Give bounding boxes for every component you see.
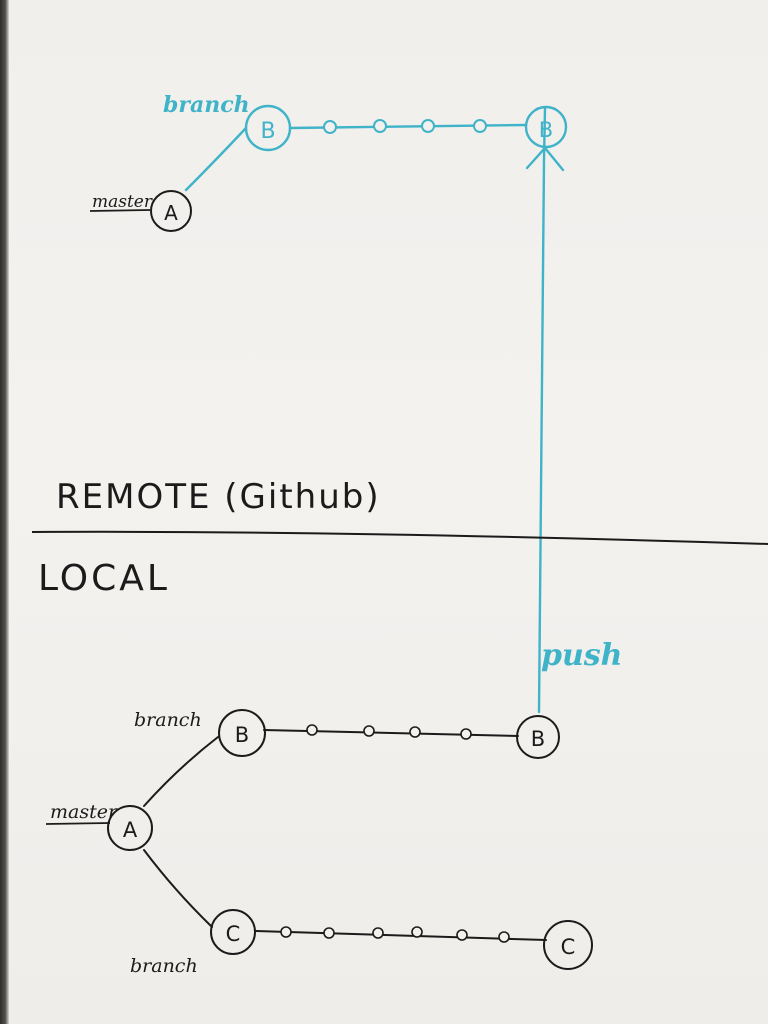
local-commit-line-b bbox=[263, 729, 519, 737]
local-edge-master-to-branch-b bbox=[143, 736, 219, 807]
local-commit-b-end-label: B bbox=[531, 727, 545, 751]
local-commit-dot bbox=[306, 724, 318, 736]
local-edge-master-to-branch-c bbox=[143, 849, 213, 928]
local-commit-line-c bbox=[255, 930, 547, 941]
local-commit-c-end: C bbox=[543, 920, 593, 970]
local-commit-dot bbox=[409, 726, 421, 738]
remote-commit-dot bbox=[323, 120, 337, 134]
local-commit-c-start-label: C bbox=[226, 922, 241, 946]
local-commit-dot bbox=[456, 929, 468, 941]
remote-branch-label: branch bbox=[163, 92, 250, 118]
local-master-label: master bbox=[50, 801, 119, 823]
local-branch-b-label: branch bbox=[134, 709, 202, 731]
local-commit-b-start: B bbox=[218, 709, 266, 757]
remote-intermediate-commits bbox=[323, 119, 487, 134]
push-arrow-shaft bbox=[537, 106, 547, 714]
section-local-title: LOCAL bbox=[38, 558, 170, 599]
remote-local-divider bbox=[31, 530, 768, 545]
remote-graph bbox=[184, 106, 565, 714]
local-graph-edges bbox=[143, 729, 547, 941]
remote-edge-master-to-branch bbox=[184, 126, 248, 192]
local-commit-dot bbox=[280, 926, 292, 938]
local-commit-dot bbox=[460, 728, 472, 740]
local-commit-a-label: A bbox=[123, 818, 138, 842]
local-commit-b-start-label: B bbox=[235, 723, 249, 747]
remote-master-label: master bbox=[92, 192, 153, 212]
remote-master-underline bbox=[89, 209, 151, 212]
local-commit-c-end-label: C bbox=[561, 935, 576, 959]
local-commit-dot bbox=[411, 926, 423, 938]
local-branch-c-label: branch bbox=[130, 955, 198, 977]
local-intermediate-commits-c bbox=[280, 926, 510, 943]
push-label: push bbox=[541, 638, 623, 673]
local-commit-dot bbox=[363, 725, 375, 737]
section-remote-title: REMOTE (Github) bbox=[56, 477, 381, 517]
local-master-underline bbox=[45, 822, 111, 825]
local-commit-dot bbox=[323, 927, 335, 939]
table-edge-shadow bbox=[0, 0, 9, 1024]
local-commit-b-end: B bbox=[516, 715, 560, 759]
local-commit-dot bbox=[498, 931, 510, 943]
remote-commit-dot bbox=[473, 119, 487, 133]
remote-commit-b-start-label: B bbox=[260, 119, 275, 144]
remote-commit-b-end-label: B bbox=[539, 118, 553, 142]
remote-commit-a: A bbox=[150, 190, 192, 232]
local-commit-dot bbox=[372, 927, 384, 939]
remote-commit-dot bbox=[373, 119, 387, 133]
local-intermediate-commits-b bbox=[306, 724, 472, 740]
local-commit-c-start: C bbox=[210, 909, 256, 955]
remote-commit-a-label: A bbox=[164, 201, 178, 225]
remote-commit-dot bbox=[421, 119, 435, 133]
remote-commit-b-end: B bbox=[524, 105, 568, 149]
local-commit-a: A bbox=[107, 805, 153, 851]
remote-commit-b-start: B bbox=[244, 104, 292, 152]
